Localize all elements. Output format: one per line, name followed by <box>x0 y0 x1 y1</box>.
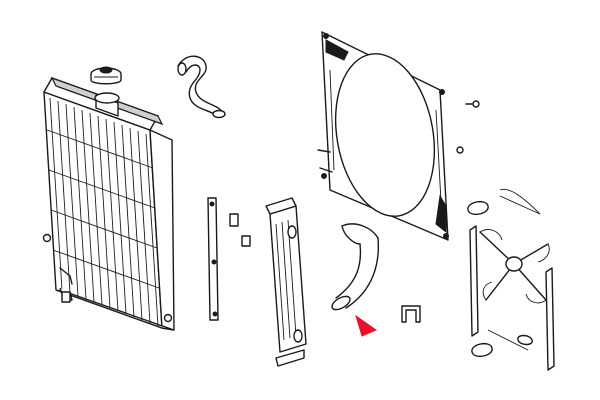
radiator-core-icon <box>42 76 175 331</box>
lower-hose-icon <box>331 223 380 311</box>
upper-hose-icon <box>177 55 226 119</box>
screw-icon <box>456 100 480 154</box>
side-tank-icon <box>265 197 307 367</box>
fan-spacer-icon <box>467 200 555 371</box>
radiator-fins <box>46 97 160 327</box>
pressure-cap-icon <box>90 66 122 85</box>
mounting-strip-icon <box>207 197 251 321</box>
pointer-arrow-icon <box>355 314 378 337</box>
fan-shroud-icon <box>317 31 449 241</box>
fan-blade-icon <box>479 188 550 351</box>
u-bracket-icon <box>401 305 421 323</box>
